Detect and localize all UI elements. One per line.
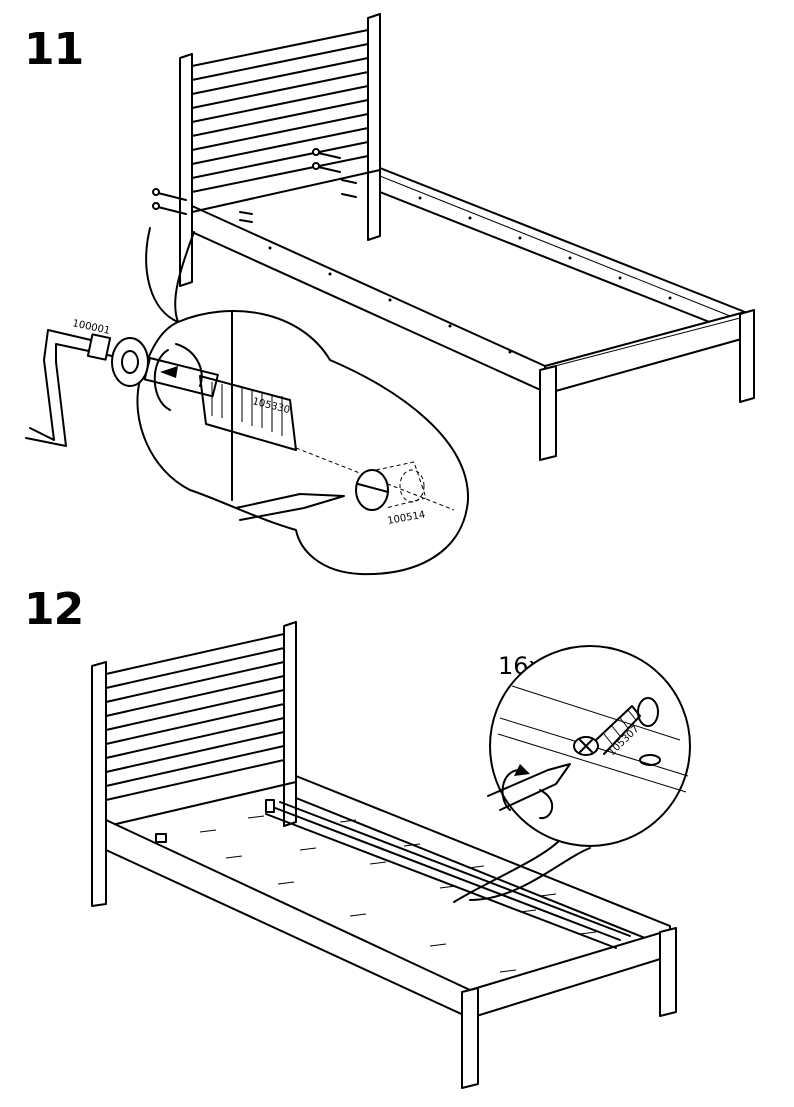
step-12-detail-callout: 105307: [453, 645, 691, 903]
step-11-number: 11: [24, 24, 84, 75]
step-12-number: 12: [24, 584, 84, 635]
step-12-bed-illustration: [91, 621, 677, 1089]
step-11-detail-callout: 100001 105330 100514: [25, 227, 470, 576]
step-11-bed-illustration: [152, 13, 755, 461]
tool-part-number: 100001: [71, 318, 111, 337]
